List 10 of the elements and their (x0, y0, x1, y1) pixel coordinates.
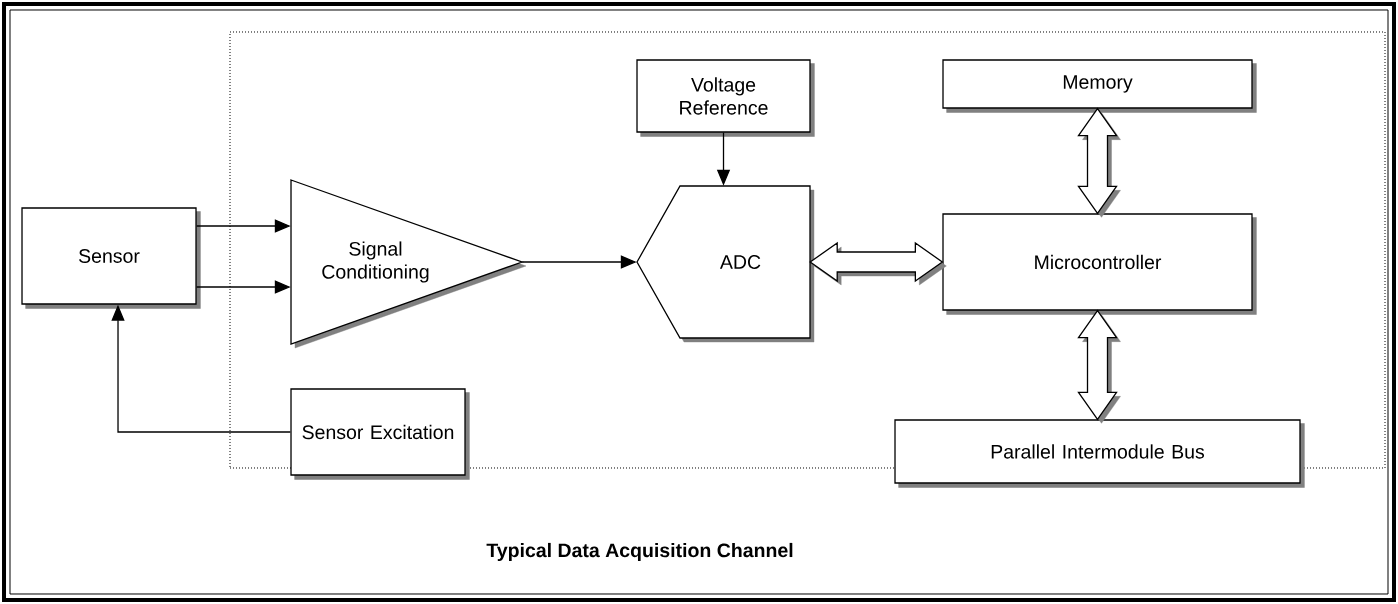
amplifier-triangle: Signal Conditioning (290, 179, 527, 349)
double-block-arrow (809, 241, 947, 286)
converter-block: ADC (636, 185, 815, 343)
block-box: Voltage Reference (636, 59, 815, 137)
block-box: Parallel Intermodule Bus (894, 419, 1305, 488)
block-box: Sensor Excitation (290, 388, 470, 480)
block-box: Sensor (21, 207, 201, 309)
caption: Typical Data Acquisition Channel (486, 542, 793, 562)
block-box: Microcontroller (942, 213, 1257, 315)
block-box: Memory (942, 59, 1257, 113)
